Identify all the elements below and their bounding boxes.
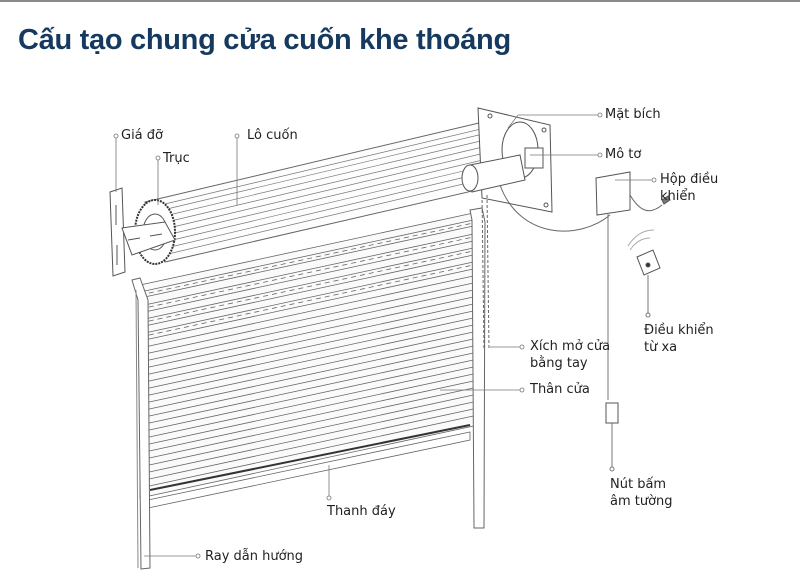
label-hop-dieu-khien: Hộp điều khiển [660,171,718,205]
label-ray-dan-huong: Ray dẫn hướng [205,549,304,564]
door-body [139,211,479,509]
remote-control [627,229,661,276]
manual-chain [481,194,490,351]
label-nut-bam-line1: Nút bấm [610,477,667,492]
label-mat-bich: Mặt bích [605,107,661,122]
page-title: Cấu tạo chung cửa cuốn khe thoáng [18,24,511,56]
left-bracket [109,187,176,277]
label-nut-bam-line2: âm tường [610,494,673,509]
left-guide-rail [131,277,151,570]
label-hop-dieu-khien-line1: Hộp điều [660,172,719,187]
label-thanh-day: Thanh đáy [327,504,396,519]
wall-switch [605,402,619,424]
label-dieu-khien-tu-xa-line1: Điều khiển [644,323,714,338]
label-truc: Trục [163,151,190,166]
label-dieu-khien-tu-xa: Điều khiển từ xa [644,322,714,356]
label-gia-do: Giá đỡ [121,128,163,143]
motor-assembly [461,107,553,213]
label-xich-mo-cua: Xích mở cửa bằng tay [530,338,610,372]
label-mo-to: Mô tơ [605,147,642,162]
label-xich-mo-cua-line1: Xích mở cửa [530,339,611,354]
control-box [595,171,631,216]
label-dieu-khien-tu-xa-line2: từ xa [644,340,678,355]
label-lo-cuon: Lô cuốn [247,128,298,143]
label-xich-mo-cua-line2: bằng tay [530,356,588,371]
label-than-cua: Thân cửa [530,382,590,397]
top-border [0,0,800,2]
label-hop-dieu-khien-line2: khiển [660,189,696,204]
label-nut-bam-am-tuong: Nút bấm âm tường [610,476,673,510]
